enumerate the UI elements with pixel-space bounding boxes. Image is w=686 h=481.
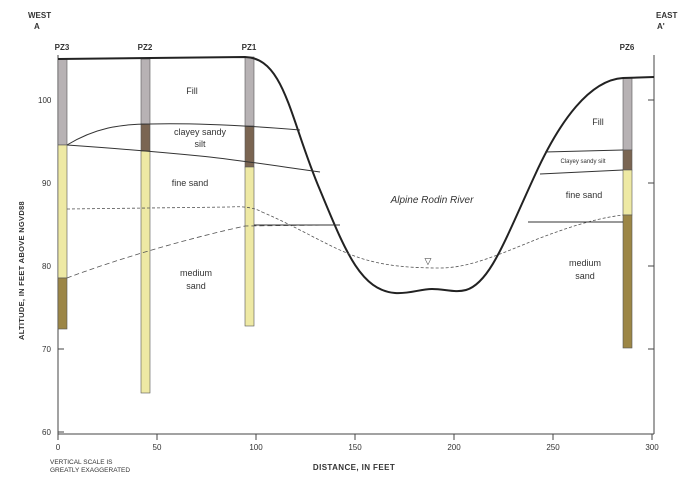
y-tick-label: 70	[42, 345, 51, 354]
scale-note-line-1: VERTICAL SCALE IS	[50, 459, 113, 466]
fill-silt-contact	[66, 123, 301, 146]
fine-sand-label-left: fine sand	[172, 178, 209, 188]
x-tick-label: 0	[56, 443, 61, 452]
x-axis-label: DISTANCE, IN FEET	[313, 463, 395, 472]
water-table-channel	[261, 211, 624, 269]
silt-sand-contact	[66, 144, 321, 173]
water-table-left	[66, 206, 263, 213]
y-tick-label: 90	[42, 179, 51, 188]
well-label-pz2: PZ2	[138, 43, 153, 52]
medium-sand-label-right-line-2: sand	[575, 271, 595, 281]
x-tick-label: 150	[348, 443, 362, 452]
medium-sand-label-left-line-1: medium	[180, 268, 212, 278]
clayey-sandy-silt-label-line-2: silt	[195, 139, 206, 149]
x-tick-label: 200	[447, 443, 461, 452]
clayey-sandy-silt-label-line-1: clayey sandy	[174, 127, 227, 137]
fill-silt-contact-right	[544, 149, 624, 153]
well-pz6	[622, 77, 633, 349]
fine-sand-label-right: fine sand	[566, 190, 603, 200]
y-tick-label: 60	[42, 428, 51, 437]
water-table-symbol: ▽	[425, 256, 432, 266]
y-tick-label: 80	[42, 262, 51, 271]
well-pz2	[140, 58, 151, 394]
x-tick-label: 100	[249, 443, 263, 452]
y-tick-label: 100	[38, 96, 52, 105]
fine-medium-sand-contact-left	[66, 224, 331, 279]
x-ticks	[57, 434, 653, 440]
silt-sand-contact-right	[539, 169, 624, 175]
river-label: Alpine Rodin River	[390, 195, 474, 206]
x-tick-label: 250	[546, 443, 560, 452]
medium-sand-label-right-line-1: medium	[569, 258, 601, 268]
well-pz1	[244, 56, 255, 327]
y-axis-label: ALTITUDE, IN FEET ABOVE NGVD88	[17, 201, 26, 340]
east-label: EAST	[656, 11, 677, 20]
west-letter: A	[34, 22, 40, 31]
well-label-pz6: PZ6	[620, 43, 635, 52]
medium-sand-label-left-line-2: sand	[186, 281, 206, 291]
x-tick-label: 50	[153, 443, 162, 452]
well-pz3	[57, 58, 68, 330]
well-label-pz3: PZ3	[55, 43, 70, 52]
right-y-ticks	[648, 99, 654, 350]
ground-surface-line	[57, 55, 655, 295]
clayey-sandy-silt-label-right: Clayey sandy silt	[560, 159, 605, 165]
x-tick-label: 300	[645, 443, 659, 452]
scale-note-line-2: GREATLY EXAGGERATED	[50, 467, 130, 474]
fill-label-left: Fill	[186, 86, 198, 96]
well-label-pz1: PZ1	[242, 43, 257, 52]
east-letter: A'	[657, 22, 665, 31]
fill-label-right: Fill	[592, 117, 604, 127]
west-label: WEST	[28, 11, 51, 20]
